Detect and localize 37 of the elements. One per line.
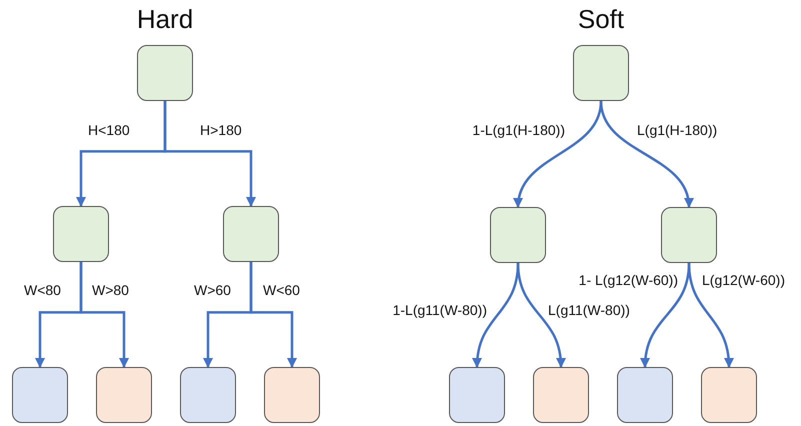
tree-title: Hard: [136, 4, 194, 34]
tree-node-box: [573, 45, 629, 101]
arrow: [516, 262, 566, 368]
edge-label: W<60: [263, 282, 300, 298]
arrow: [250, 262, 297, 368]
edge-label: 1-L(g11(W-80)): [392, 302, 487, 318]
tree-node-box: [12, 367, 68, 423]
edge-label: L(g1(H-180)): [637, 122, 718, 138]
arrow: [688, 262, 734, 368]
edge-label: H>180: [200, 122, 242, 138]
arrow: [164, 101, 256, 207]
edge-label: H<180: [88, 122, 130, 138]
arrow: [514, 100, 602, 208]
arrow: [472, 262, 520, 368]
tree-node-box: [180, 367, 236, 423]
arrow: [80, 262, 129, 368]
edge-label: 1- L(g12(W-60)): [578, 272, 678, 288]
tree-title: Soft: [578, 4, 624, 34]
tree-node-box: [449, 367, 505, 423]
tree-node-box: [96, 367, 152, 423]
tree-node-box: [701, 367, 757, 423]
edge-label: 1-L(g1(H-180)): [472, 122, 565, 138]
arrow: [600, 100, 693, 208]
tree-node-box: [617, 367, 673, 423]
edge-label: W>80: [92, 282, 129, 298]
tree-node-box: [661, 207, 717, 263]
tree-node-box: [264, 367, 320, 423]
edge-label: L(g12(W-60)): [702, 272, 785, 288]
tree-node-box: [137, 45, 193, 101]
edge-label: L(g11(W-80)): [548, 302, 630, 318]
tree-node-box: [533, 367, 589, 423]
tree-node-box: [53, 206, 109, 262]
tree-node-box: [490, 207, 546, 263]
edge-label: W<80: [24, 282, 61, 298]
tree-node-box: [223, 206, 279, 262]
arrow: [640, 262, 690, 368]
edge-label: W>60: [194, 282, 231, 298]
